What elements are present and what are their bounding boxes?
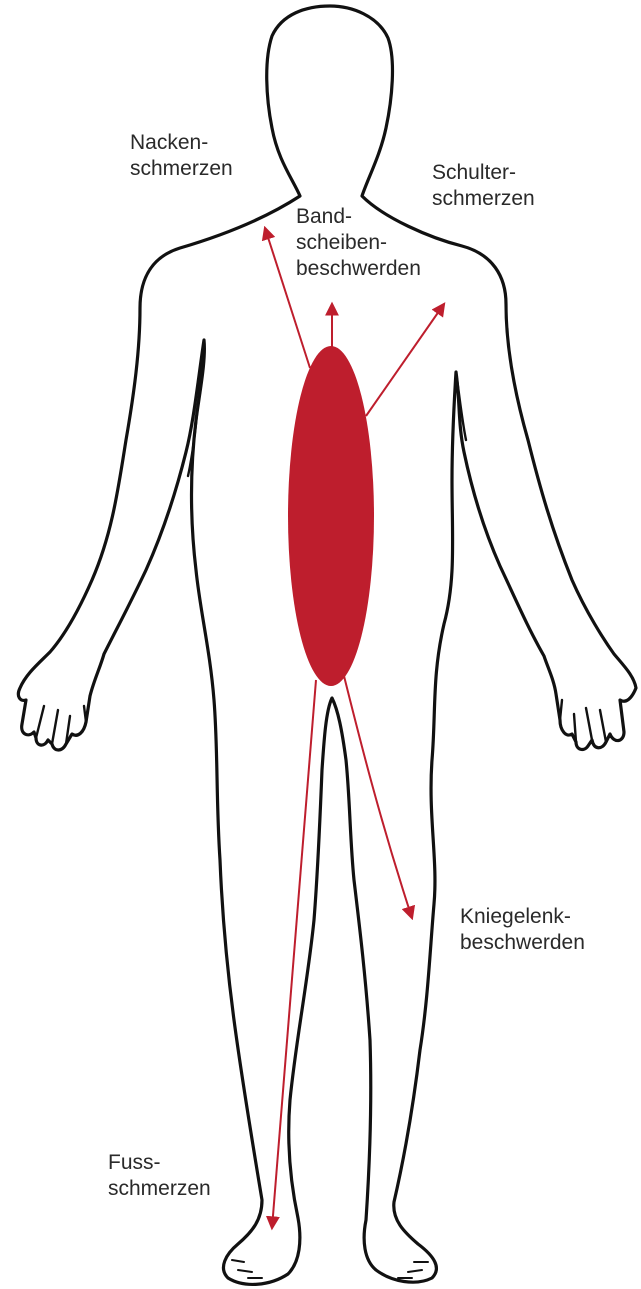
label-shoulder-line-2: schmerzen bbox=[432, 186, 535, 212]
label-shoulder-line-1: Schulter- bbox=[432, 160, 535, 186]
label-knee-line-2: beschwerden bbox=[460, 930, 585, 956]
left-hand-fingers bbox=[36, 706, 86, 744]
label-disc-line-2: scheiben- bbox=[296, 230, 421, 256]
label-foot-pain: Fuss- schmerzen bbox=[108, 1150, 211, 1202]
label-neck-pain: Nacken- schmerzen bbox=[130, 130, 233, 182]
label-foot-line-2: schmerzen bbox=[108, 1176, 211, 1202]
left-arm-inner-line bbox=[188, 340, 204, 476]
left-foot-toes bbox=[232, 1260, 262, 1278]
label-disc-line-3: beschwerden bbox=[296, 256, 421, 282]
label-disc-problems: Band- scheiben- beschwerden bbox=[296, 204, 421, 282]
spine-highlight bbox=[288, 346, 374, 686]
label-foot-line-1: Fuss- bbox=[108, 1150, 211, 1176]
label-disc-line-1: Band- bbox=[296, 204, 421, 230]
label-neck-line-1: Nacken- bbox=[130, 130, 233, 156]
label-neck-line-2: schmerzen bbox=[130, 156, 233, 182]
label-knee-problems: Kniegelenk- beschwerden bbox=[460, 904, 585, 956]
arrow-shoulder bbox=[366, 304, 444, 416]
right-foot-toes bbox=[398, 1262, 428, 1278]
label-shoulder-pain: Schulter- schmerzen bbox=[432, 160, 535, 212]
label-knee-line-1: Kniegelenk- bbox=[460, 904, 585, 930]
